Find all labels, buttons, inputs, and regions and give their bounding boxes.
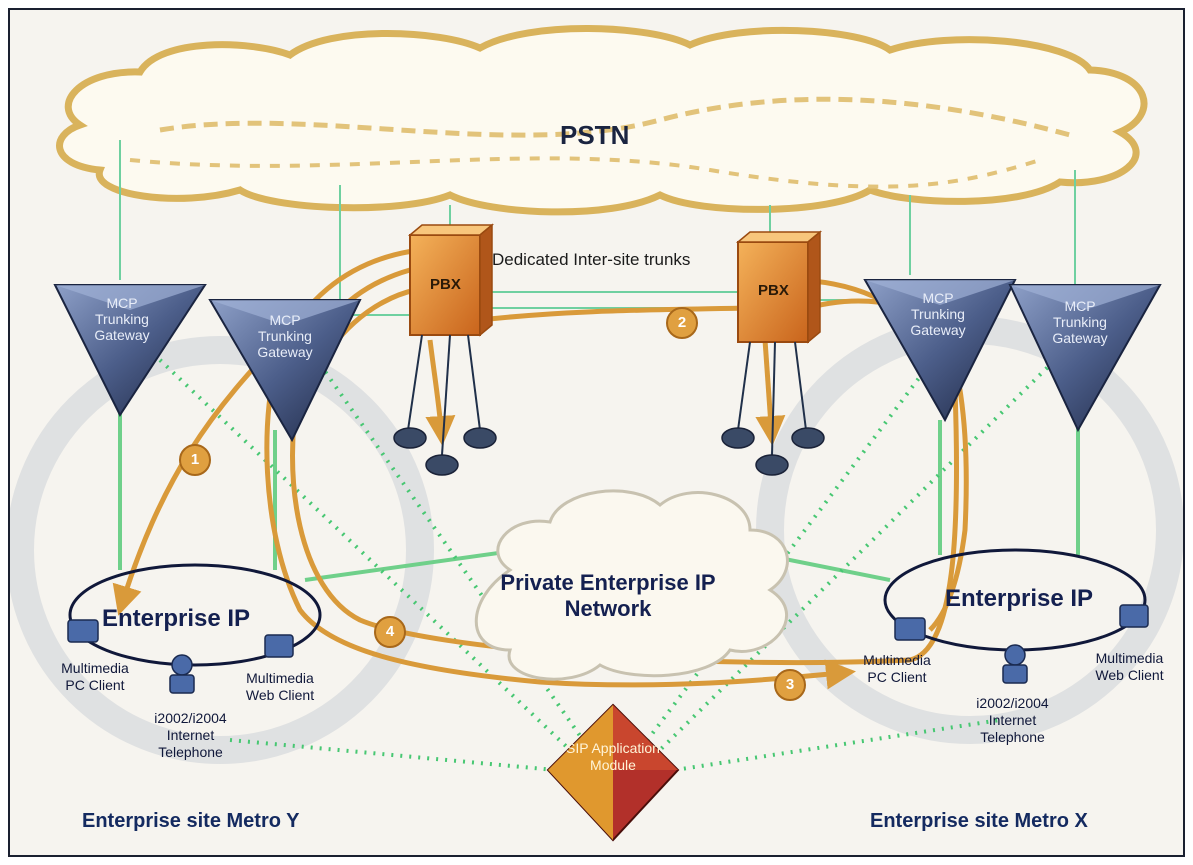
pbx-right	[735, 230, 823, 344]
private-network-label: Private Enterprise IP Network	[500, 570, 716, 621]
sip-module	[546, 703, 680, 842]
gateway-2-label: MCP Trunking Gateway	[257, 312, 313, 360]
gateway-3-label: MCP Trunking Gateway	[910, 290, 966, 338]
gateway-1-label: MCP Trunking Gateway	[94, 295, 150, 343]
site-metro-x-label: Enterprise site Metro X	[870, 810, 1088, 832]
pstn-label: PSTN	[560, 120, 630, 150]
pbx-phone-wires	[407, 334, 807, 456]
web-client-right-label: Multimedia Web Client	[1095, 650, 1164, 683]
gateway-1	[53, 284, 207, 418]
phone-right-label: i2002/i2004 Internet Telephone	[976, 695, 1049, 745]
gateway-4	[1008, 284, 1162, 433]
client-icons	[67, 604, 1149, 694]
enterprise-ip-right-label: Enterprise IP	[945, 585, 1094, 612]
pstn-cloud	[56, 25, 1148, 216]
pc-client-left-label: Multimedia PC Client	[61, 660, 129, 693]
inter-site-trunks-label: Dedicated Inter-site trunks	[492, 250, 691, 269]
call-path-badges	[179, 307, 806, 701]
call-path-3-badge: 3	[785, 676, 795, 693]
diagram-canvas	[10, 25, 1183, 842]
enterprise-ip-left-label: Enterprise IP	[102, 605, 251, 632]
web-client-left-label: Multimedia Web Client	[245, 670, 315, 703]
network-diagram: PSTN Dedicated Inter-site trunks PBX PBX…	[8, 8, 1185, 857]
call-path-2-badge: 2	[677, 314, 687, 331]
gateway-links	[118, 410, 1080, 582]
desk-phones	[393, 427, 825, 476]
phone-left-label: i2002/i2004 Internet Telephone	[154, 710, 227, 760]
gateway-4-label: MCP Trunking Gateway	[1052, 298, 1108, 346]
pbx-right-label: PBX	[758, 282, 789, 299]
call-path-4-badge: 4	[385, 623, 395, 640]
gateway-2	[208, 299, 362, 443]
pc-client-right-label: Multimedia PC Client	[863, 652, 931, 685]
call-path-1-badge: 1	[190, 451, 200, 468]
pbx-left-label: PBX	[430, 276, 461, 293]
private-network-cloud	[474, 489, 789, 681]
site-metro-y-label: Enterprise site Metro Y	[82, 810, 300, 832]
enterprise-ip-left	[68, 563, 322, 667]
pbx-left	[407, 223, 495, 337]
sip-module-label: SIP Application Module	[566, 740, 660, 773]
gateway-3	[863, 279, 1017, 423]
